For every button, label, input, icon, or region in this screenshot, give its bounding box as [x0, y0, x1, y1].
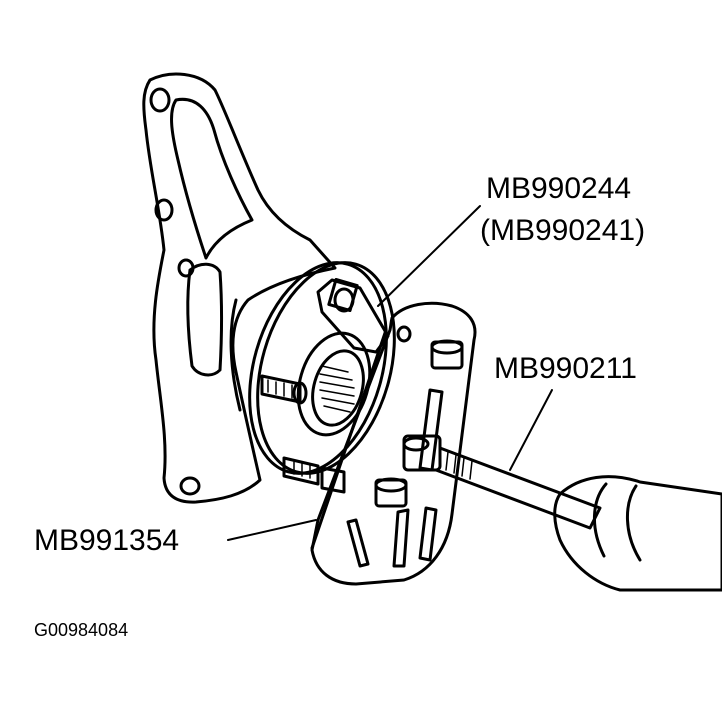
callout-mb990244: MB990244: [486, 172, 632, 205]
wheel-studs: [260, 374, 320, 486]
leader-mb990244: [377, 205, 481, 307]
callout-mb990241: (MB990241): [480, 214, 646, 247]
plate-bolts: [320, 339, 464, 508]
puller-plate: [310, 301, 477, 586]
callout-mb991354: MB991354: [34, 524, 180, 557]
steering-knuckle: [142, 72, 337, 504]
leader-mb991354: [227, 519, 317, 541]
slide-hammer-handle: [553, 475, 722, 592]
leader-mb990211: [509, 389, 553, 471]
callout-mb990211: MB990211: [494, 352, 637, 385]
figure-id: G00984084: [34, 620, 129, 640]
leader-lines: [227, 205, 553, 541]
